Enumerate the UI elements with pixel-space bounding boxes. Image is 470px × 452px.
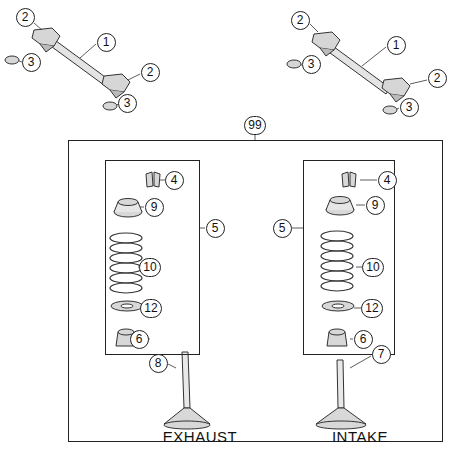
callout-number: 10 — [139, 258, 160, 277]
callout-number: 8 — [149, 354, 168, 373]
callout-number: 2 — [428, 69, 447, 88]
callout-number: 12 — [361, 299, 382, 318]
callout-number: 5 — [206, 219, 225, 238]
callout-number: 2 — [141, 63, 160, 82]
callout-number: 99 — [244, 116, 265, 135]
callout-number: 1 — [387, 36, 406, 55]
callout-number: 3 — [22, 53, 41, 72]
callout-number: 9 — [366, 196, 385, 215]
callout-number: 9 — [145, 198, 164, 217]
callout-number: 5 — [273, 219, 292, 238]
valve-set-frame: 5 — [303, 160, 395, 355]
callout-number: 6 — [130, 330, 149, 349]
callout-number: 4 — [378, 171, 397, 190]
callout-number: 10 — [362, 258, 383, 277]
callout-number: 1 — [97, 33, 116, 52]
callout-number: 3 — [302, 55, 321, 74]
valve-side-label: EXHAUST — [163, 429, 237, 444]
callout-number: 2 — [16, 8, 35, 27]
valve-side-label: INTAKE — [332, 429, 388, 444]
callout-number: 3 — [118, 94, 137, 113]
callout-number: 4 — [165, 171, 184, 190]
callout-number: 6 — [354, 330, 373, 349]
callout-number: 12 — [140, 299, 161, 318]
callout-number: 3 — [400, 98, 419, 117]
callout-number: 2 — [291, 11, 310, 30]
callout-number: 7 — [372, 345, 391, 364]
